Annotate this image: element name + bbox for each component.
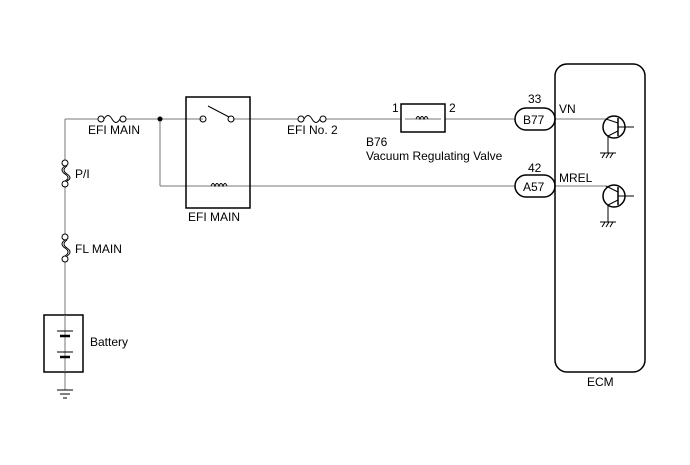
fuse-label-fl-main: FL MAIN [75, 242, 122, 256]
valve-pin-1: 1 [392, 101, 399, 115]
connector-b77: B77 33 VN [514, 92, 576, 131]
transistor-icon [600, 184, 634, 228]
valve-pin-2: 2 [449, 101, 456, 115]
ecm-label: ECM [587, 375, 614, 389]
relay-efi-main: EFI MAIN [185, 96, 251, 224]
transistor-icon [600, 115, 634, 159]
fuse-p-i: P/I [61, 159, 90, 188]
vacuum-regulating-valve: 1 2 B76 Vacuum Regulating Valve [366, 101, 503, 163]
ground-icon [57, 389, 73, 399]
valve-name: Vacuum Regulating Valve [366, 149, 503, 163]
fuse-label-efi-no2: EFI No. 2 [287, 123, 338, 137]
connector-a57: A57 42 MREL [514, 161, 593, 198]
connector-id: B77 [523, 113, 545, 127]
ecm: ECM [554, 63, 646, 389]
connector-id: A57 [523, 180, 545, 194]
fuse-fl-main: FL MAIN [61, 233, 122, 263]
relay-label: EFI MAIN [188, 210, 240, 224]
battery: Battery [43, 314, 128, 373]
valve-code: B76 [366, 135, 388, 149]
connector-signal: VN [559, 102, 576, 116]
fuse-label-efi-main: EFI MAIN [88, 123, 140, 137]
connector-signal: MREL [559, 171, 593, 185]
battery-label: Battery [90, 335, 128, 349]
fuse-efi-main: EFI MAIN [88, 115, 140, 137]
connector-pin: 33 [528, 92, 542, 106]
connector-pin: 42 [528, 161, 542, 175]
junction-dot [157, 116, 163, 122]
fuse-efi-no2: EFI No. 2 [287, 115, 338, 137]
wires [64, 118, 606, 390]
fuse-label-p-i: P/I [75, 167, 90, 181]
